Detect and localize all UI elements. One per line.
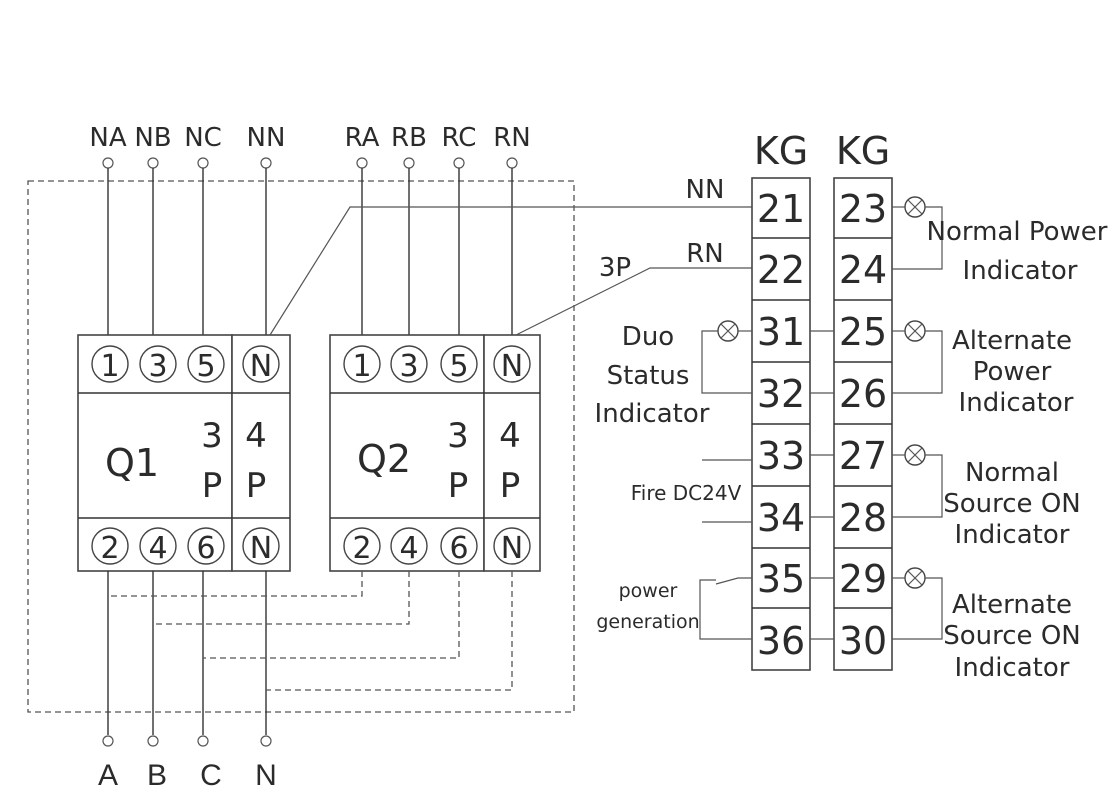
q1-top-pin-3: 3 [148, 349, 167, 384]
alternate-source-on-line-3: Indicator [955, 653, 1070, 683]
normal-source-on-line-3: Indicator [955, 520, 1070, 550]
indicator-lamp-normal-source-on [892, 444, 943, 518]
terminal-34: 34 [757, 496, 805, 540]
terminal-31: 31 [757, 310, 805, 354]
output-wiring [107, 571, 513, 735]
top-feed-wires [102, 157, 518, 335]
q2-pole-aux-number: 4 [499, 416, 521, 456]
q2-top-pin-1: 1 [352, 349, 371, 384]
q1-top-pin-n: N [250, 349, 272, 384]
terminal-21: 21 [757, 187, 805, 231]
annotations: Normal Power Indicator Alternate Power I… [595, 217, 1108, 683]
sense-wires: NN RN 3P [269, 175, 752, 336]
terminal-26: 26 [839, 372, 887, 416]
alternate-source-on-line-1: Alternate [952, 590, 1072, 620]
output-label-b: B [147, 759, 167, 792]
output-label-a: A [98, 759, 118, 792]
terminal-label-ra: RA [345, 123, 380, 153]
q1-pole-main-number: 3 [201, 416, 223, 456]
alternate-power-line-2: Power [973, 357, 1052, 387]
normal-source-on-line-2: Source ON [943, 489, 1080, 519]
fire-input-wires [702, 459, 752, 523]
indicator-lamp-alternate-power [892, 320, 943, 394]
kg-header-left: KG [754, 129, 808, 173]
wire-label-nn: NN [686, 175, 725, 205]
q1-pole-aux-number: 4 [245, 416, 267, 456]
terminal-32: 32 [757, 372, 805, 416]
q1-bottom-pin-2: 2 [100, 531, 119, 566]
kg-header-right: KG [836, 129, 890, 173]
q1-top-pin-5: 5 [196, 349, 215, 384]
common-links [810, 330, 834, 640]
normal-power-line-1: Normal Power [927, 217, 1108, 247]
q2-bottom-pin-n: N [501, 531, 523, 566]
kg-terminal-block-left: KG 21 22 31 32 33 34 35 36 [751, 129, 811, 671]
q1-bottom-pin-6: 6 [196, 531, 215, 566]
duo-status-line-1: Duo [622, 322, 674, 352]
q1-top-pin-1: 1 [100, 349, 119, 384]
indicator-lamp-duo-status [701, 320, 752, 394]
terminal-label-rn: RN [493, 123, 531, 153]
terminal-24: 24 [839, 248, 887, 292]
terminal-29: 29 [839, 557, 887, 601]
normal-source-on-line-1: Normal [965, 458, 1059, 488]
kg-terminal-block-right: KG 23 24 25 26 27 28 29 30 [833, 129, 893, 671]
terminal-label-nn: NN [247, 123, 286, 153]
bottom-terminals: A B C N [98, 735, 277, 792]
q2-pole-main-p: P [448, 466, 469, 506]
q2-label: Q2 [357, 437, 411, 481]
duo-status-line-3: Indicator [595, 399, 710, 429]
alternate-source-on-line-2: Source ON [943, 621, 1080, 651]
terminal-35: 35 [757, 557, 805, 601]
terminal-28: 28 [839, 496, 887, 540]
duo-status-line-2: Status [607, 361, 690, 391]
terminal-label-nb: NB [134, 123, 171, 153]
output-label-n: N [255, 759, 277, 792]
q2-pole-main-number: 3 [447, 416, 469, 456]
terminal-27: 27 [839, 434, 887, 478]
q2-bottom-pin-4: 4 [399, 531, 418, 566]
alternate-power-line-3: Indicator [959, 388, 1074, 418]
breaker-q2: 1 3 5 N Q2 3 P 4 P 2 4 6 N [329, 334, 541, 572]
fire-dc24v-label: Fire DC24V [631, 481, 742, 505]
q2-bottom-pin-2: 2 [352, 531, 371, 566]
q1-pole-aux-p: P [246, 466, 267, 506]
top-terminal-labels: NA NB NC NN RA RB RC RN [89, 123, 530, 153]
terminal-36: 36 [757, 619, 805, 663]
q2-top-pin-n: N [501, 349, 523, 384]
power-generation-line-1: power [619, 580, 678, 602]
q2-top-pin-5: 5 [449, 349, 468, 384]
terminal-23: 23 [839, 187, 887, 231]
q2-top-pin-3: 3 [399, 349, 418, 384]
terminal-label-rb: RB [391, 123, 427, 153]
q2-bottom-pin-6: 6 [449, 531, 468, 566]
terminal-30: 30 [839, 619, 887, 663]
q1-label: Q1 [105, 441, 159, 485]
breaker-q1: 1 3 5 N Q1 3 P 4 P 2 4 6 N [77, 334, 291, 572]
power-generation-line-2: generation [596, 611, 699, 633]
alternate-power-line-1: Alternate [952, 326, 1072, 356]
terminal-22: 22 [757, 248, 805, 292]
normal-power-line-2: Indicator [963, 256, 1078, 286]
power-generation-contact [699, 577, 752, 640]
wire-label-3p: 3P [599, 253, 631, 283]
enclosure-outline [27, 180, 575, 713]
q1-bottom-pin-n: N [250, 531, 272, 566]
q1-bottom-pin-4: 4 [148, 531, 167, 566]
indicator-lamp-normal-power [892, 196, 943, 270]
wire-label-rn: RN [686, 239, 724, 269]
indicator-lamp-alternate-source-on [892, 567, 943, 640]
q2-pole-aux-p: P [500, 466, 521, 506]
q1-pole-main-p: P [202, 466, 223, 506]
terminal-33: 33 [757, 434, 805, 478]
terminal-label-nc: NC [184, 123, 222, 153]
output-label-c: C [200, 759, 222, 792]
terminal-25: 25 [839, 310, 887, 354]
terminal-label-na: NA [89, 123, 126, 153]
terminal-label-rc: RC [442, 123, 477, 153]
